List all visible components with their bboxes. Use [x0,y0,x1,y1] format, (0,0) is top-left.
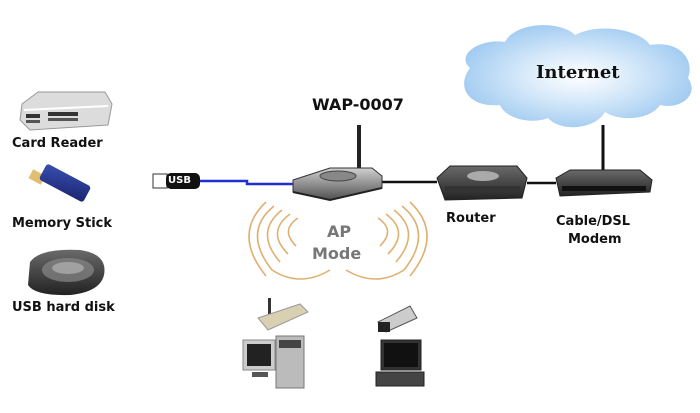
usb-hard-disk-label: USB hard disk [12,300,115,315]
wireless-signal-icon [248,201,428,280]
cable-dsl-modem-icon [555,169,653,197]
internet-cloud-icon [464,25,692,128]
internet-label: Internet [536,62,620,83]
router-icon [436,165,528,201]
ap-mode-label-line1: AP [327,222,352,241]
desktop-pc-icon [242,298,309,389]
usb-plug-label: USB [168,175,191,186]
memory-stick-icon [28,164,91,202]
router-label: Router [446,211,496,226]
access-point-icon [292,125,383,202]
card-reader-label: Card Reader [12,136,103,151]
usb-hard-disk-icon [28,249,105,296]
usb-plug-icon [152,173,200,189]
card-reader-icon [19,91,113,131]
modem-label-line2: Modem [568,232,622,247]
modem-label-line1: Cable/DSL [556,214,631,229]
usb-link [199,179,293,186]
memory-stick-label: Memory Stick [12,216,113,231]
laptop-icon [375,305,425,387]
access-point-label: WAP-0007 [312,95,404,114]
ap-mode-label-line2: Mode [312,244,362,263]
